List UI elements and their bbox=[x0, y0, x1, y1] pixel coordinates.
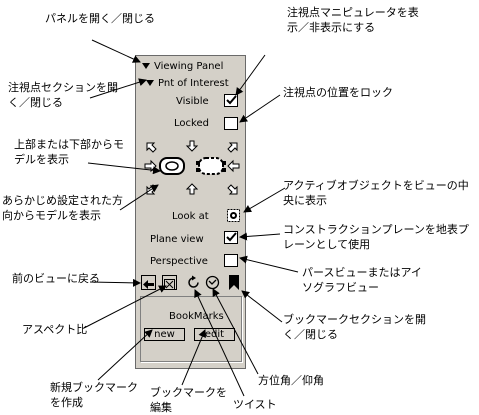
view-orientation-controls[interactable] bbox=[142, 138, 242, 200]
new-bookmark-button[interactable]: new bbox=[144, 328, 185, 341]
poi-collapse-triangle-icon[interactable] bbox=[146, 80, 154, 86]
bookmarks-label: BookMarks bbox=[169, 311, 224, 322]
callout-edit-bookmark: ブックマークを 編集 bbox=[150, 386, 227, 414]
plane-view-label: Plane view bbox=[150, 234, 204, 245]
twist-button[interactable] bbox=[186, 275, 201, 290]
view-right-arrow-icon bbox=[227, 159, 240, 173]
callout-azimuth: 方位角／仰角 bbox=[258, 374, 324, 387]
callout-bookmark-toggle: ブックマークセクションを開 く／閉じる bbox=[283, 313, 426, 341]
locked-label: Locked bbox=[174, 118, 209, 129]
callout-top-bottom: 上部または下部からモ デルを表示 bbox=[14, 138, 124, 166]
azimuth-elevation-button[interactable] bbox=[205, 275, 220, 290]
view-top-arrow-icon bbox=[185, 140, 199, 152]
left-arrow-icon bbox=[143, 280, 154, 289]
callout-open-close-poi: 注視点セクションを開 く／閉じる bbox=[8, 81, 118, 109]
callout-aspect: アスペクト比 bbox=[22, 323, 88, 336]
panel-collapse-triangle-icon[interactable] bbox=[142, 63, 150, 69]
rotate-icon bbox=[188, 275, 199, 288]
plane-view-checkbox[interactable] bbox=[224, 231, 238, 244]
locked-checkbox[interactable] bbox=[224, 117, 238, 130]
look-at-target-icon[interactable] bbox=[227, 207, 240, 222]
callout-lock-poi: 注視点の位置をロック bbox=[283, 86, 393, 99]
checkmark-icon bbox=[226, 95, 237, 105]
previous-view-button[interactable] bbox=[141, 275, 156, 290]
callout-center-active: アクティブオブジェクトをビューの中央に表示 bbox=[283, 179, 469, 207]
checkmark-icon bbox=[226, 232, 237, 242]
callout-preset-direction: あらかじめ設定された方 向からモデルを表示 bbox=[2, 194, 123, 222]
aspect-ratio-icon bbox=[164, 279, 175, 290]
view-bottom-arrow-icon bbox=[185, 183, 199, 195]
model-back-icon bbox=[196, 157, 226, 175]
callout-show-hide-manipulator: 注視点マニピュレータを表 示／非表示にする bbox=[287, 6, 419, 34]
visible-label: Visible bbox=[176, 96, 209, 107]
visible-checkbox[interactable] bbox=[224, 94, 238, 107]
azimuth-icon bbox=[205, 275, 220, 290]
viewing-panel: Viewing Panel Pnt of Interest Visible Lo… bbox=[135, 55, 246, 369]
callout-perspective-iso: パースビューまたはアイ ソグラフビュー bbox=[302, 266, 422, 294]
callout-construction-plane: コンストラクションプレーンを地表プ レーンとして使用 bbox=[283, 223, 469, 251]
callout-new-bookmark: 新規ブックマーク を作成 bbox=[50, 381, 138, 409]
view-top-left-arrow-icon bbox=[146, 142, 157, 153]
view-bottom-right-arrow-icon bbox=[227, 184, 238, 195]
panel-title: Viewing Panel bbox=[154, 61, 224, 72]
perspective-checkbox[interactable] bbox=[224, 254, 238, 267]
bookmark-toggle-icon[interactable] bbox=[228, 275, 240, 290]
callout-open-close-panel: パネルを開く／閉じる bbox=[45, 12, 155, 25]
model-front-icon bbox=[159, 157, 185, 175]
callout-twist: ツイスト bbox=[233, 398, 277, 411]
callout-prev-view: 前のビューに戻る bbox=[12, 272, 100, 285]
poi-section-title: Pnt of Interest bbox=[158, 78, 229, 89]
perspective-label: Perspective bbox=[150, 256, 208, 267]
look-at-label: Look at bbox=[172, 211, 209, 222]
view-top-right-arrow-icon bbox=[227, 142, 238, 153]
